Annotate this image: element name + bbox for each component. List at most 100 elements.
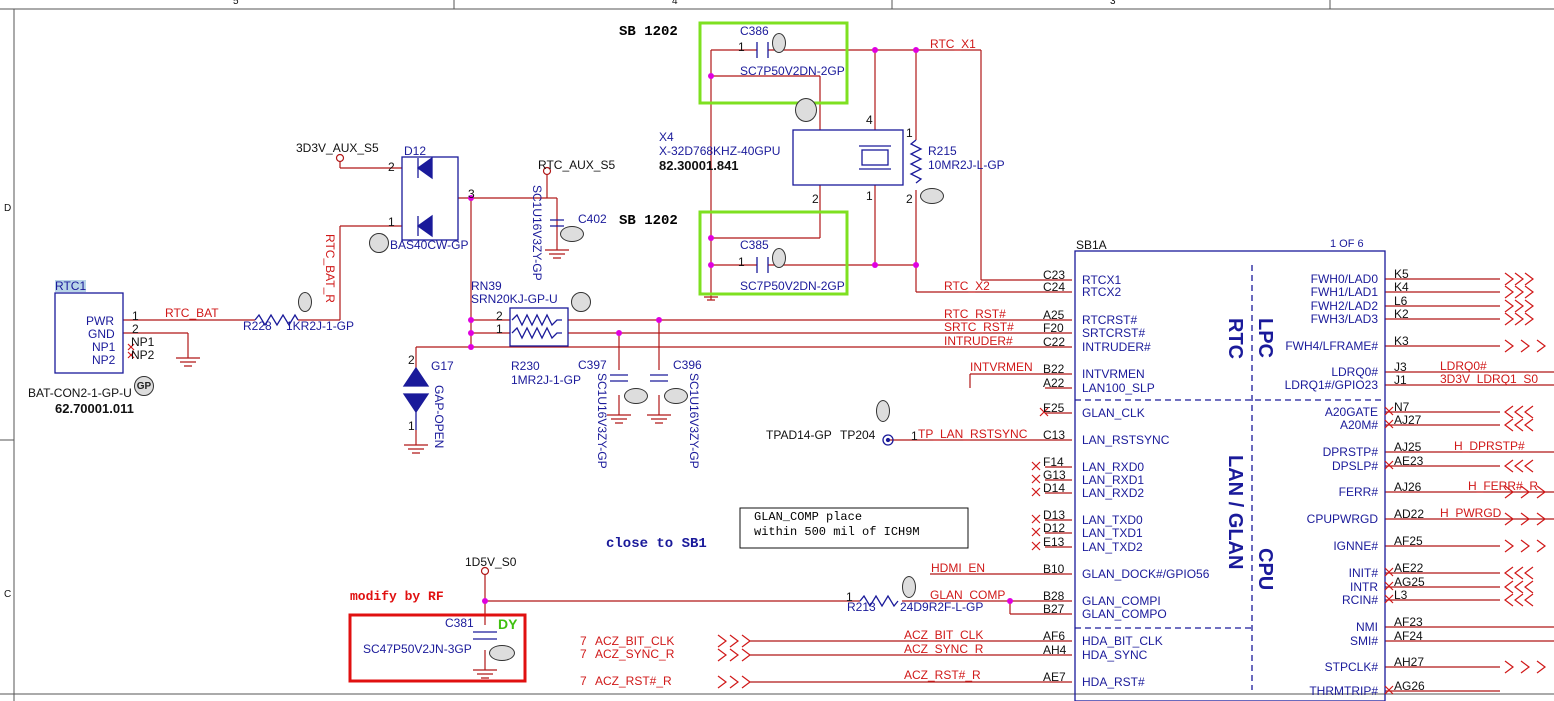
- rtc1-np1-out: NP1: [131, 335, 155, 349]
- hda-port-3: 7: [580, 674, 587, 688]
- sb1a-right-pin-num: AF25: [1394, 534, 1423, 548]
- net-acz-sync-left: ACZ_SYNC_R: [595, 647, 675, 661]
- group-lan: LAN / GLAN: [1224, 455, 1246, 570]
- row-d: D: [4, 203, 12, 214]
- c385-value: SC7P50V2DN-2GP: [740, 279, 845, 293]
- sb1a-right-pin-num: J3: [1394, 360, 1407, 374]
- r213-value: 24D9R2F-L-GP: [900, 600, 984, 614]
- net-ldrq0: LDRQ0#: [1440, 359, 1487, 373]
- net-h-pwrgd: H_PWRGD: [1440, 506, 1502, 520]
- d12-ref: D12: [404, 144, 427, 158]
- sb1a-right-pin-name: FERR#: [1338, 485, 1378, 499]
- red-box-c381: [348, 613, 527, 683]
- net-acz-sync: ACZ_SYNC_R: [904, 642, 984, 656]
- gp-icon: GP: [134, 376, 154, 396]
- net-rtc-bat-r: RTC_BAT_R: [323, 234, 337, 303]
- net-acz-rst: ACZ_RST#_R: [904, 668, 981, 682]
- c385-ref: C385: [740, 238, 769, 252]
- sb1a-left-pin-num: A22: [1043, 376, 1065, 390]
- net-hdmi-en: HDMI_EN: [931, 561, 986, 575]
- gp-icon: [298, 292, 312, 312]
- sb1a-left-pin-name: LAN_RXD0: [1082, 460, 1145, 474]
- c381-value: SC47P50V2JN-3GP: [363, 642, 472, 656]
- gp-icon: [624, 388, 648, 404]
- note-sb1202-top: SB 1202: [619, 24, 678, 40]
- rn39-pin1: 1: [496, 322, 503, 336]
- x4-pin1: 1: [866, 189, 873, 203]
- g17-pin1: 1: [408, 419, 415, 433]
- sb1a-right-pin-num: AE23: [1394, 454, 1424, 468]
- group-lpc: LPC: [1254, 318, 1276, 358]
- no-connect-marks: [127, 343, 1394, 695]
- sb1a-left-pin-num: AH4: [1043, 643, 1067, 657]
- sb1a-left-pin-num: F20: [1043, 321, 1064, 335]
- sb1a-left-pin-num: C23: [1043, 268, 1066, 282]
- sb1a-right-pin-num: AE22: [1394, 561, 1424, 575]
- zone-5: 5: [233, 0, 239, 7]
- rn39-pin2: 2: [496, 309, 503, 323]
- sb1a-left-pin-num: B22: [1043, 362, 1065, 376]
- offpage-connectors: [717, 272, 1546, 689]
- net-h-dprstp: H_DPRSTP#: [1454, 439, 1525, 453]
- sb1a-right-pin-name: A20M#: [1339, 418, 1378, 432]
- d12-pin3: 3: [468, 187, 475, 201]
- gp-icon: [876, 400, 890, 422]
- c386-value: SC7P50V2DN-2GP: [740, 64, 845, 78]
- sb1a-left-pin-num: E25: [1043, 401, 1065, 415]
- gp-icon: [369, 233, 389, 253]
- zone-4: 4: [672, 0, 678, 7]
- x4-pn: 82.30001.841: [659, 158, 739, 173]
- sb1a-right-pin-num: K3: [1394, 334, 1409, 348]
- c386-ref: C386: [740, 24, 769, 38]
- sb1a-right-pin-name: INIT#: [1348, 566, 1378, 580]
- sb1a-right-pin-num: AD22: [1394, 507, 1425, 521]
- sb1a-right-pin-name: THRMTRIP#: [1309, 684, 1378, 698]
- sb1a-right-pin-num: AH27: [1394, 655, 1425, 669]
- junction-dots: [468, 47, 1013, 604]
- g17-ref: G17: [431, 359, 454, 373]
- gp-icon: [902, 576, 916, 598]
- gp-icon: [489, 645, 515, 661]
- sb1a-left-pin-name: INTVRMEN: [1082, 367, 1145, 381]
- net-acz-bit-clk-left: ACZ_BIT_CLK: [595, 634, 675, 648]
- sb1a-left-pin-num: F14: [1043, 455, 1064, 469]
- rtc1-ref: RTC1: [55, 279, 87, 293]
- c402-value: SC1U16V3ZY-GP: [530, 185, 544, 281]
- rtc1-pin-gnd: GND: [88, 327, 115, 341]
- sb1a-left-pin-name: INTRUDER#: [1082, 340, 1151, 354]
- sb1a-right-pin-num: AJ25: [1394, 440, 1422, 454]
- rtc1-pin-np1: NP1: [92, 340, 116, 354]
- sb1a-left-pin-num: C13: [1043, 428, 1066, 442]
- sb1a-left-pin-num: C22: [1043, 335, 1066, 349]
- glan-note-box: [739, 507, 969, 549]
- sb1a-right-pin-name: LDRQ1#/GPIO23: [1284, 378, 1378, 392]
- r228-ref: R228: [243, 319, 272, 333]
- r215-pin2: 2: [906, 192, 913, 206]
- sb1a-left-pin-name: LAN_TXD2: [1082, 540, 1143, 554]
- sb1a-left-pin-num: E13: [1043, 535, 1065, 549]
- x4-body: [792, 129, 904, 186]
- x4-pin4: 4: [866, 113, 873, 127]
- sb1a-left-pin-name: RTCRST#: [1082, 313, 1138, 327]
- gp-icon: [920, 188, 944, 204]
- net-rtc-rst: RTC_RST#: [944, 307, 1006, 321]
- net-intruder: INTRUDER#: [944, 334, 1013, 348]
- rtc1-pin-1: 1: [132, 309, 139, 323]
- sb1a-left-pin-name: GLAN_COMPI: [1082, 594, 1161, 608]
- sb1a-left-pin-name: GLAN_DOCK#/GPIO56: [1082, 567, 1210, 581]
- sb1a-left-pin-name: LAN_RSTSYNC: [1082, 433, 1170, 447]
- sb1a-left-pin-name: SRTCRST#: [1082, 326, 1146, 340]
- sb1a-right-pin-name: FWH0/LAD0: [1310, 272, 1378, 286]
- sb1a-left-pin-num: A25: [1043, 308, 1065, 322]
- gp-icon: [772, 33, 786, 53]
- sb1a-left-pin-num: G13: [1043, 468, 1066, 482]
- sb1a-right-pin-name: FWH2/LAD2: [1310, 299, 1378, 313]
- sb1a-body: [1074, 250, 1386, 701]
- r230-ref: R230: [511, 359, 540, 373]
- sb1a-right-pin-num: AG25: [1394, 575, 1425, 589]
- sb1a-left-pin-name: RTCX1: [1082, 273, 1122, 287]
- rtc1-pin-np2: NP2: [92, 353, 116, 367]
- rtc1-body: [54, 292, 124, 374]
- g17-pin2: 2: [408, 353, 415, 367]
